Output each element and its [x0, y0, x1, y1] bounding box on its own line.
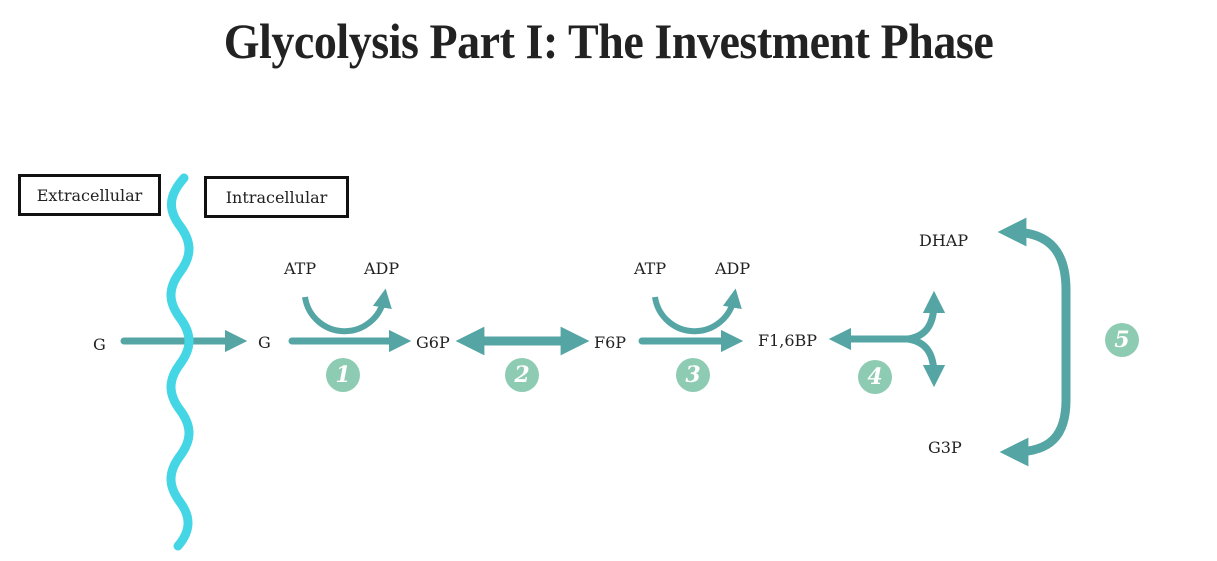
- diagram-title: Glycolysis Part I: The Investment Phase: [223, 13, 994, 69]
- cofactor-atp-step1: ATP: [284, 259, 317, 278]
- step-badge-1: 1: [326, 358, 360, 392]
- metabolite-glucose-intracellular: G: [258, 333, 271, 352]
- extracellular-label-box: Extracellular: [18, 174, 161, 216]
- extracellular-label: Extracellular: [36, 185, 143, 205]
- step-badge-4: 4: [858, 360, 892, 394]
- step-1-arrow: [288, 288, 412, 353]
- intracellular-label-box: Intracellular: [204, 176, 349, 218]
- metabolite-f16bp: F1,6BP: [758, 331, 818, 350]
- cell-membrane: [166, 173, 194, 551]
- metabolite-g3p: G3P: [928, 438, 962, 457]
- cofactor-adp-step1: ADP: [364, 259, 400, 278]
- metabolite-f6p: F6P: [594, 333, 627, 352]
- intracellular-label: Intracellular: [225, 187, 328, 207]
- cofactor-atp-step3: ATP: [634, 259, 667, 278]
- step-badge-2: 2: [505, 358, 539, 392]
- step-3-arrow: [638, 288, 744, 353]
- cofactor-adp-step3: ADP: [715, 259, 751, 278]
- step-5-arrow: [997, 217, 1071, 467]
- metabolite-glucose-extracellular: G: [93, 335, 106, 354]
- step-badge-5: 5: [1105, 323, 1139, 357]
- metabolite-dhap: DHAP: [919, 231, 969, 250]
- metabolite-g6p: G6P: [416, 333, 450, 352]
- step-badge-3: 3: [676, 358, 710, 392]
- step-4-arrow: [828, 290, 946, 388]
